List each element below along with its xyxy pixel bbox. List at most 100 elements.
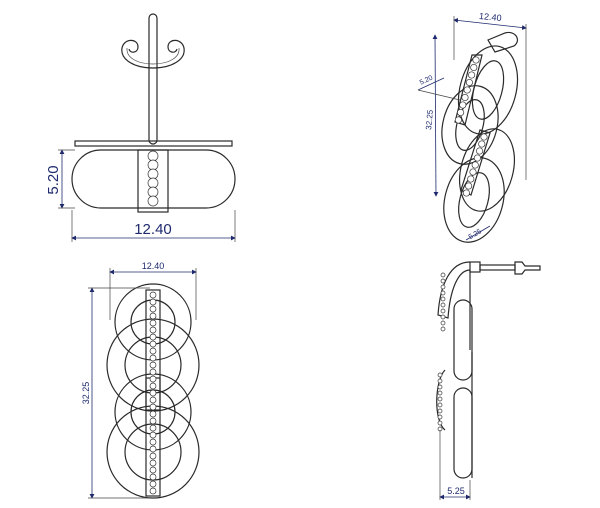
gem xyxy=(463,86,471,94)
gem xyxy=(149,333,157,341)
gem xyxy=(149,480,157,488)
gem xyxy=(440,320,446,326)
gem xyxy=(147,177,159,189)
gem xyxy=(437,402,443,408)
scroll-inner-line xyxy=(126,47,180,65)
top-width-label: 12.40 xyxy=(142,261,165,271)
isometric-view: 12.40 32.25 5.20 5.25 xyxy=(417,11,527,243)
gem xyxy=(149,459,157,467)
iso-pave-strip xyxy=(460,129,491,196)
gem xyxy=(437,414,443,420)
gem xyxy=(149,473,157,481)
gem xyxy=(465,182,473,190)
gem xyxy=(440,296,446,302)
side-view: 5.25 xyxy=(436,261,541,500)
iso-gems xyxy=(454,56,488,197)
gem xyxy=(467,175,475,183)
iso-ring-outer xyxy=(443,157,505,243)
gem xyxy=(149,375,157,383)
side-depth-label: 5.25 xyxy=(447,486,465,496)
gem xyxy=(149,487,157,495)
gem xyxy=(476,147,484,155)
gem xyxy=(149,305,157,313)
gem xyxy=(440,308,446,314)
top-view: 12.40 32.25 xyxy=(81,261,200,499)
iso-post xyxy=(487,31,518,53)
gem xyxy=(461,93,469,102)
gem xyxy=(149,424,157,432)
gem xyxy=(437,378,443,384)
gem xyxy=(149,438,157,446)
side-post xyxy=(479,264,516,271)
iso-width-label: 12.40 xyxy=(479,11,502,23)
top-length-label: 32.25 xyxy=(81,382,91,405)
iso-ring-inner xyxy=(458,172,490,228)
post xyxy=(148,13,158,145)
front-height-label: 5.20 xyxy=(45,165,62,194)
gem xyxy=(440,302,446,308)
side-ring-edge xyxy=(436,369,446,431)
front-view: 5.20 12.40 xyxy=(45,13,236,242)
iso-height-label: 5.20 xyxy=(419,75,434,87)
iso-ring-outer xyxy=(459,128,515,212)
scroll-left xyxy=(121,39,154,69)
front-gems xyxy=(147,150,159,207)
iso-ring-outer xyxy=(457,45,519,135)
gem xyxy=(149,347,157,355)
gem xyxy=(149,396,157,404)
gem xyxy=(440,284,446,290)
side-gems xyxy=(437,272,446,432)
iso-ring-outer xyxy=(441,85,499,165)
gem xyxy=(149,291,157,299)
gem xyxy=(440,290,446,296)
gem xyxy=(149,326,157,334)
front-width-label: 12.40 xyxy=(134,221,172,238)
gem xyxy=(440,278,446,284)
side-link xyxy=(453,299,473,381)
gem xyxy=(149,382,157,390)
gem xyxy=(468,71,476,79)
gem xyxy=(437,390,443,396)
gem xyxy=(437,408,443,414)
iso-pave-strip xyxy=(454,54,483,126)
gem xyxy=(459,101,467,109)
gem xyxy=(149,410,157,418)
gem xyxy=(471,161,479,169)
gem xyxy=(440,314,446,320)
gem xyxy=(149,403,157,411)
gem xyxy=(149,389,157,397)
gem xyxy=(457,108,465,117)
gem xyxy=(437,384,443,390)
side-post-base xyxy=(469,261,481,273)
side-scroll xyxy=(437,261,471,319)
gem xyxy=(470,63,478,72)
side-link xyxy=(453,387,473,479)
gem xyxy=(147,186,159,198)
iso-length-dimension-line xyxy=(432,34,439,197)
gem xyxy=(149,466,157,474)
gem xyxy=(440,272,446,278)
iso-depth-dimension-line xyxy=(465,225,491,241)
side-clutch xyxy=(514,261,541,275)
gem xyxy=(465,78,473,87)
gem xyxy=(149,319,157,327)
gem xyxy=(149,368,157,376)
gem xyxy=(437,396,443,402)
gem xyxy=(149,298,157,306)
pave-strip xyxy=(137,149,169,213)
gem xyxy=(149,445,157,453)
gem xyxy=(437,420,443,426)
gem xyxy=(149,354,157,362)
iso-height-dimension-line xyxy=(417,77,445,91)
gem xyxy=(147,195,159,207)
gem xyxy=(478,140,486,148)
gem xyxy=(147,168,159,180)
gem xyxy=(149,452,157,460)
gem xyxy=(469,168,477,176)
gem xyxy=(480,133,488,141)
gem xyxy=(462,189,470,197)
gem xyxy=(440,326,446,332)
gem xyxy=(454,116,462,124)
